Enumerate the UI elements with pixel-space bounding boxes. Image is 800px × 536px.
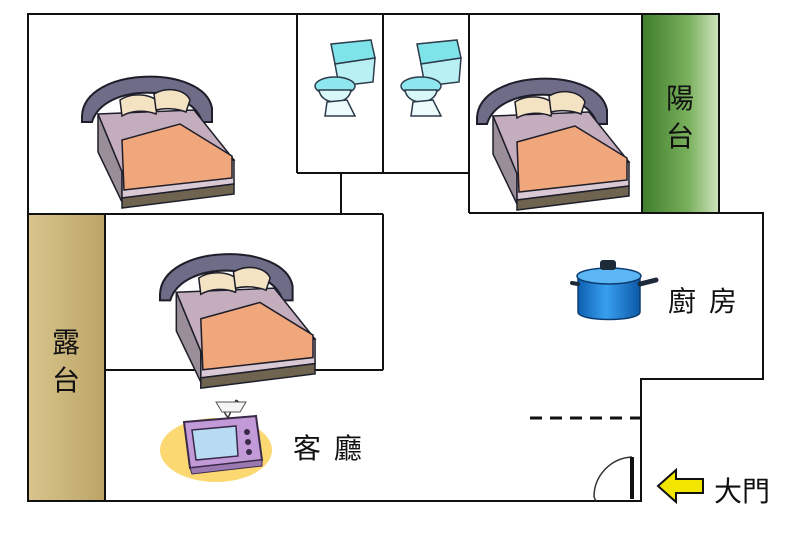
- cooking-pot-icon: [570, 260, 659, 321]
- balcony-area: [642, 14, 719, 213]
- toilet-icon: [314, 39, 376, 117]
- main-door-label: 大門: [714, 475, 771, 508]
- bed-icon: [81, 75, 235, 209]
- toilet-icon: [400, 39, 462, 117]
- kitchen-label: 廚 房: [668, 285, 739, 318]
- bed-icon: [158, 253, 317, 390]
- living-room-label: 客 廳: [293, 432, 364, 465]
- terrace-area: [28, 214, 105, 501]
- terrace-label: 露 台: [51, 326, 80, 397]
- door-swing: [593, 456, 634, 502]
- balcony-label: 陽 台: [665, 82, 694, 153]
- bed-icon: [476, 77, 630, 211]
- arrow-left-icon: [656, 467, 704, 505]
- tv-icon: [160, 399, 272, 482]
